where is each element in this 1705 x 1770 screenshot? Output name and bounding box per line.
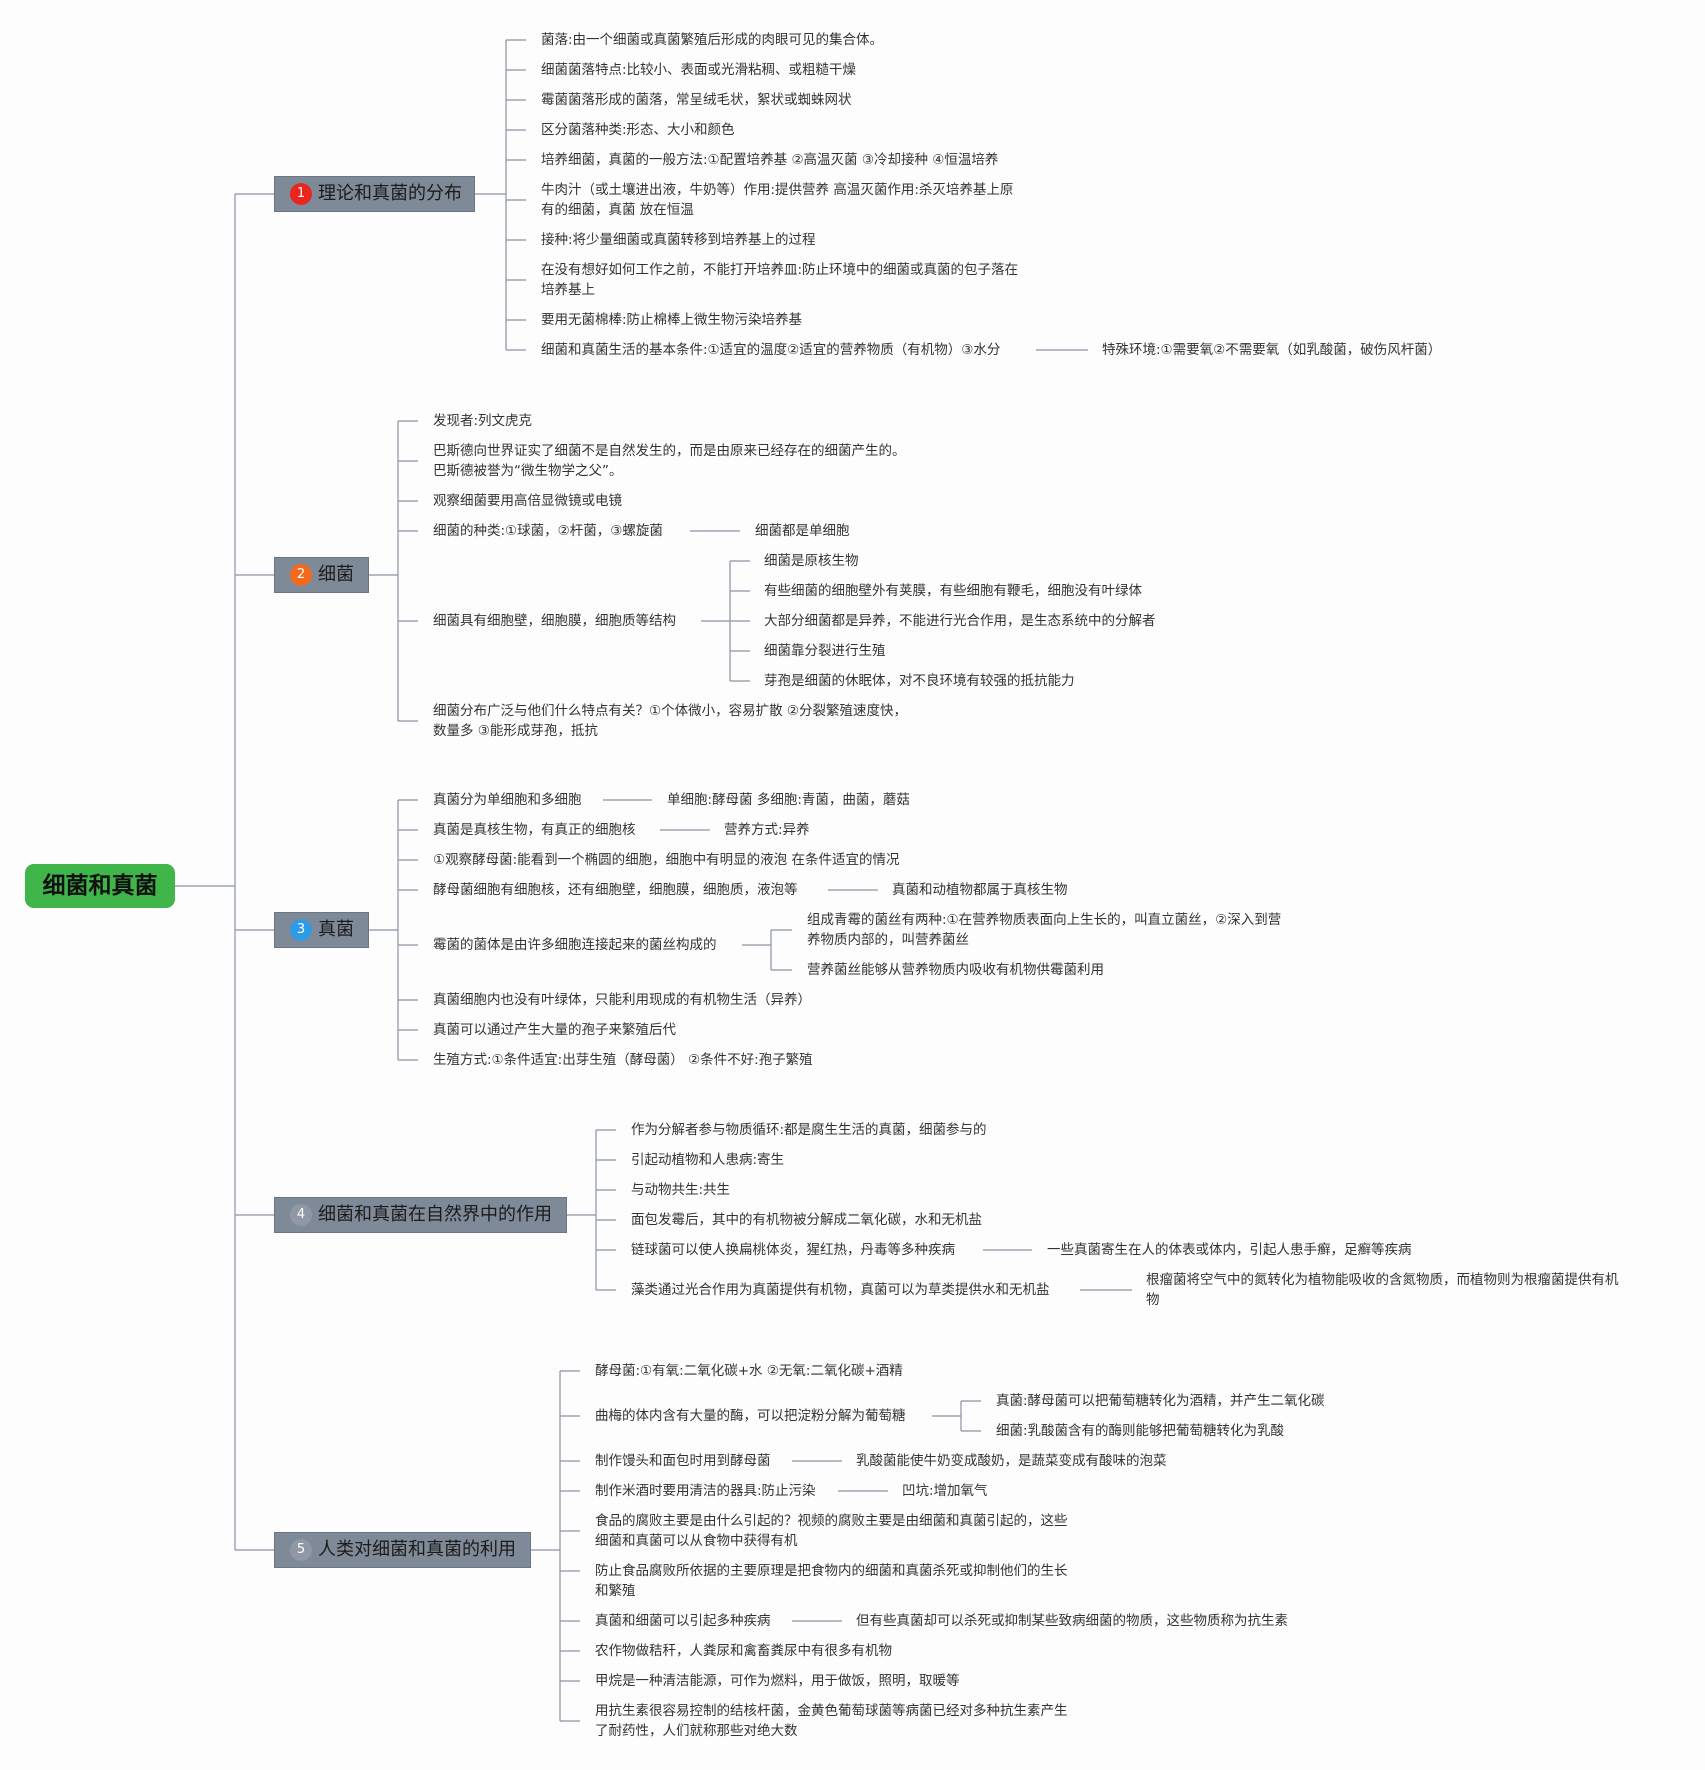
branch-1-label: 理论和真菌的分布 [318,183,462,204]
branch-2-item-5-sub-4[interactable]: 细菌靠分裂进行生殖 [764,643,886,659]
branch-2-item-3[interactable]: 观察细菌要用高倍显微镜或电镜 [433,493,622,509]
branch-5-item-8[interactable]: 农作物做秸秆，人粪尿和禽畜粪尿中有很多有机物 [595,1643,892,1659]
branch-1-item-1[interactable]: 菌落:由一个细菌或真菌繁殖后形成的肉眼可见的集合体。 [541,32,884,48]
branch-1-item-8[interactable]: 在没有想好如何工作之前，不能打开培养皿:防止环境中的细菌或真菌的包子落在培养基上 [541,262,1019,298]
branch-3-item-6[interactable]: 真菌细胞内也没有叶绿体，只能利用现成的有机物生活（异养） [433,992,811,1008]
root-node[interactable]: 细菌和真菌 [25,864,175,908]
branch-5-item-10[interactable]: 用抗生素很容易控制的结核杆菌，金黄色葡萄球菌等病菌已经对多种抗生素产生了耐药性，… [595,1703,1068,1739]
branch-3-node[interactable]: 3 真菌 [274,912,369,948]
branch-2-item-5-sub-2[interactable]: 有些细菌的细胞壁外有荚膜，有些细胞有鞭毛，细胞没有叶绿体 [764,583,1142,599]
branch-4-item-1[interactable]: 作为分解者参与物质循环:都是腐生生活的真菌，细菌参与的 [631,1122,987,1138]
branch-3-item-3[interactable]: ①观察酵母菌:能看到一个椭圆的细胞，细胞中有明显的液泡 在条件适宜的情况 [433,852,900,868]
number-badge-5: 5 [290,1539,312,1561]
branch-5-item-4[interactable]: 制作米酒时要用清洁的器具:防止污染 [595,1483,816,1499]
branch-5-item-3[interactable]: 制作馒头和面包时用到酵母菌 [595,1453,771,1469]
branch-5-label: 人类对细菌和真菌的利用 [318,1539,516,1560]
branch-3-item-7[interactable]: 真菌可以通过产生大量的孢子来繁殖后代 [433,1022,676,1038]
branch-5-node[interactable]: 5 人类对细菌和真菌的利用 [274,1532,531,1568]
branch-2-item-1[interactable]: 发现者:列文虎克 [433,413,533,429]
branch-3-label: 真菌 [318,919,354,940]
branch-1-item-10-sub-1[interactable]: 特殊环境:①需要氧②不需要氧（如乳酸菌，破伤风杆菌） [1102,342,1442,358]
branch-3-item-4[interactable]: 酵母菌细胞有细胞核，还有细胞壁，细胞膜，细胞质，液泡等 [433,882,798,898]
branch-2-item-4-sub-1[interactable]: 细菌都是单细胞 [755,523,850,539]
branch-4-item-2[interactable]: 引起动植物和人患病:寄生 [631,1152,785,1168]
number-badge-1: 1 [290,183,312,205]
branch-5-item-7-sub-1[interactable]: 但有些真菌却可以杀死或抑制某些致病细菌的物质，这些物质称为抗生素 [856,1613,1288,1629]
branch-1-item-5[interactable]: 培养细菌，真菌的一般方法:①配置培养基 ②高温灭菌 ③冷却接种 ④恒温培养 [541,152,999,168]
branch-3-item-5[interactable]: 霉菌的菌体是由许多细胞连接起来的菌丝构成的 [433,937,717,953]
branch-1-item-4[interactable]: 区分菌落种类:形态、大小和颜色 [541,122,735,138]
branch-5-item-1[interactable]: 酵母菌:①有氧:二氧化碳+水 ②无氧:二氧化碳+酒精 [595,1363,903,1379]
branch-2-item-5-sub-1[interactable]: 细菌是原核生物 [764,553,859,569]
branch-3-item-5-sub-1[interactable]: 组成青霉的菌丝有两种:①在营养物质表面向上生长的，叫直立菌丝，②深入到营养物质内… [807,912,1282,948]
branch-5-item-3-sub-1[interactable]: 乳酸菌能使牛奶变成酸奶，是蔬菜变成有酸味的泡菜 [856,1453,1167,1469]
branch-3-item-8[interactable]: 生殖方式:①条件适宜:出芽生殖（酵母菌） ②条件不好:孢子繁殖 [433,1052,813,1068]
branch-2-label: 细菌 [318,564,354,585]
branch-2-item-2[interactable]: 巴斯德向世界证实了细菌不是自然发生的，而是由原来已经存在的细菌产生的。巴斯德被誉… [433,443,906,479]
branch-3-item-1-sub-1[interactable]: 单细胞:酵母菌 多细胞:青菌，曲菌，蘑菇 [667,792,910,808]
branch-2-node[interactable]: 2 细菌 [274,557,369,593]
branch-1-item-10[interactable]: 细菌和真菌生活的基本条件:①适宜的温度②适宜的营养物质（有机物）③水分 [541,342,1001,358]
branch-5-item-2-sub-1[interactable]: 真菌:酵母菌可以把葡萄糖转化为酒精，并产生二氧化碳 [996,1393,1325,1409]
number-badge-2: 2 [290,564,312,586]
branch-4-item-5[interactable]: 链球菌可以使人换扁桃体炎，猩红热，丹毒等多种疾病 [631,1242,955,1258]
branch-5-item-2[interactable]: 曲梅的体内含有大量的酶，可以把淀粉分解为葡萄糖 [595,1408,906,1424]
branch-1-item-3[interactable]: 霉菌菌落形成的菌落，常呈绒毛状，絮状或蜘蛛网状 [541,92,852,108]
branch-5-item-2-sub-2[interactable]: 细菌:乳酸菌含有的酶则能够把葡萄糖转化为乳酸 [996,1423,1285,1439]
branch-1-item-7[interactable]: 接种:将少量细菌或真菌转移到培养基上的过程 [541,232,816,248]
branch-4-item-3[interactable]: 与动物共生:共生 [631,1182,731,1198]
branch-4-label: 细菌和真菌在自然界中的作用 [318,1204,552,1225]
branch-3-item-2[interactable]: 真菌是真核生物，有真正的细胞核 [433,822,636,838]
branch-1-node[interactable]: 1 理论和真菌的分布 [274,176,475,212]
branch-1-item-2[interactable]: 细菌菌落特点:比较小、表面或光滑粘稠、或粗糙干燥 [541,62,857,78]
branch-3-item-2-sub-1[interactable]: 营养方式:异养 [724,822,810,838]
branch-4-item-6-sub-1[interactable]: 根瘤菌将空气中的氮转化为植物能吸收的含氮物质，而植物则为根瘤菌提供有机物 [1146,1272,1619,1308]
branch-3-item-5-sub-2[interactable]: 营养菌丝能够从营养物质内吸收有机物供霉菌利用 [807,962,1104,978]
branch-3-item-1[interactable]: 真菌分为单细胞和多细胞 [433,792,582,808]
number-badge-3: 3 [290,919,312,941]
branch-2-item-5-sub-5[interactable]: 芽孢是细菌的休眠体，对不良环境有较强的抵抗能力 [764,673,1075,689]
branch-2-item-6[interactable]: 细菌分布广泛与他们什么特点有关？①个体微小，容易扩散 ②分裂繁殖速度快，数量多 … [433,703,907,739]
branch-1-item-9[interactable]: 要用无菌棉棒:防止棉棒上微生物污染培养基 [541,312,803,328]
branch-2-item-5-sub-3[interactable]: 大部分细菌都是异养，不能进行光合作用，是生态系统中的分解者 [764,613,1156,629]
branch-1-item-6[interactable]: 牛肉汁（或土壤进出液，牛奶等）作用:提供营养 高温灭菌作用:杀灭培养基上原有的细… [541,182,1014,218]
branch-4-node[interactable]: 4 细菌和真菌在自然界中的作用 [274,1197,567,1233]
branch-4-item-4[interactable]: 面包发霉后，其中的有机物被分解成二氧化碳，水和无机盐 [631,1212,982,1228]
branch-5-item-7[interactable]: 真菌和细菌可以引起多种疾病 [595,1613,771,1629]
branch-4-item-5-sub-1[interactable]: 一些真菌寄生在人的体表或体内，引起人患手癣，足癣等疾病 [1047,1242,1412,1258]
branch-4-item-6[interactable]: 藻类通过光合作用为真菌提供有机物，真菌可以为草类提供水和无机盐 [631,1282,1050,1298]
branch-3-item-4-sub-1[interactable]: 真菌和动植物都属于真核生物 [892,882,1068,898]
branch-2-item-5[interactable]: 细菌具有细胞壁，细胞膜，细胞质等结构 [433,613,676,629]
branch-2-item-4[interactable]: 细菌的种类:①球菌，②杆菌，③螺旋菌 [433,523,663,539]
branch-5-item-5[interactable]: 食品的腐败主要是由什么引起的？视频的腐败主要是由细菌和真菌引起的，这些细菌和真菌… [595,1513,1068,1549]
number-badge-4: 4 [290,1204,312,1226]
branch-5-item-9[interactable]: 甲烷是一种清洁能源，可作为燃料，用于做饭，照明，取暖等 [595,1673,960,1689]
branch-5-item-4-sub-1[interactable]: 凹坑:增加氧气 [902,1483,988,1499]
branch-5-item-6[interactable]: 防止食品腐败所依据的主要原理是把食物内的细菌和真菌杀死或抑制他们的生长和繁殖 [595,1563,1068,1599]
